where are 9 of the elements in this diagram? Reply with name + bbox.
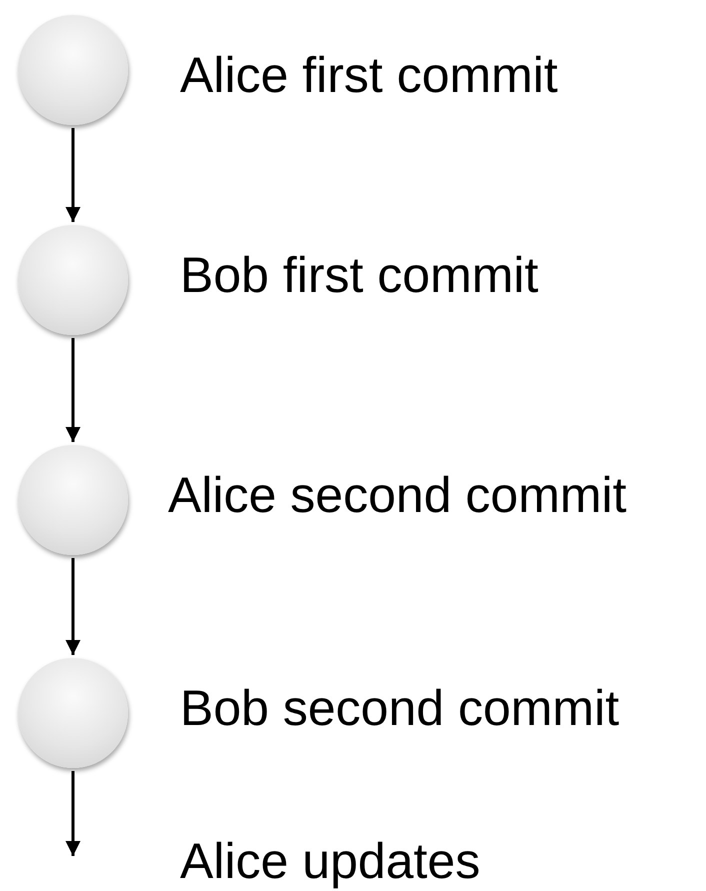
commit-label: Bob first commit — [180, 250, 538, 300]
commit-label: Alice updates — [180, 836, 480, 886]
arrow — [66, 558, 80, 655]
arrow — [66, 338, 80, 442]
arrow — [66, 128, 80, 222]
arrow — [66, 771, 80, 856]
commit-label: Bob second commit — [180, 683, 620, 733]
commit-label: Alice second commit — [168, 470, 626, 520]
commit-label: Alice first commit — [180, 50, 558, 100]
